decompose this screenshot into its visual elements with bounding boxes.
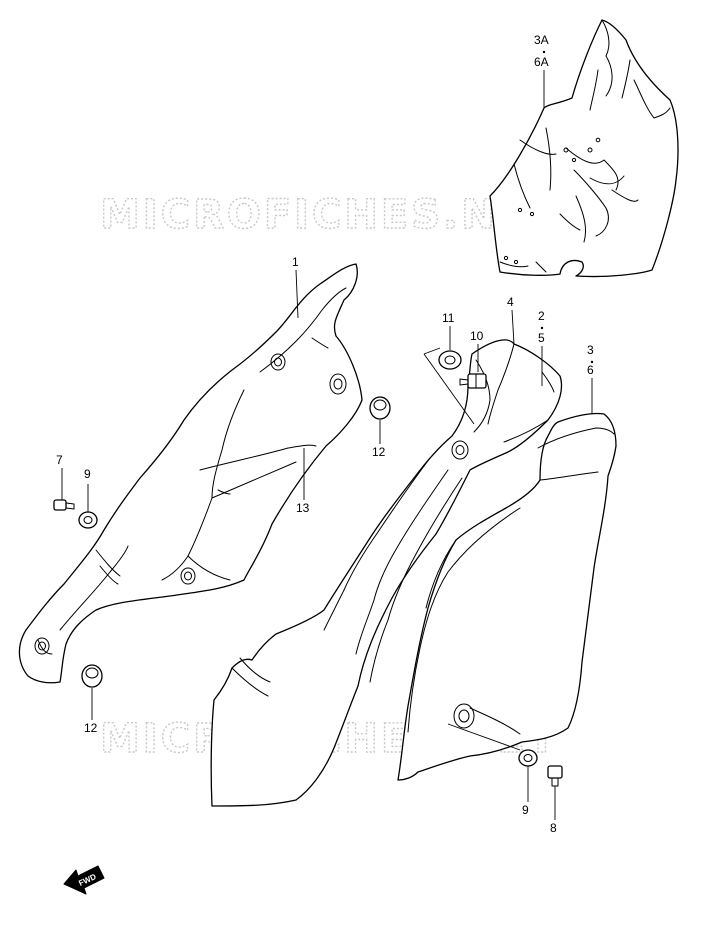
grommet-11 — [438, 350, 462, 370]
decal-3-6 — [397, 412, 617, 781]
callout-9-right: 9 — [522, 803, 529, 817]
callout-13: 13 — [296, 501, 310, 515]
callout-10: 10 — [470, 329, 484, 343]
washer-9-left — [78, 511, 98, 529]
grommet-12-left — [81, 664, 103, 688]
callout-12-right: 12 — [372, 445, 386, 459]
callout-2: 2 — [538, 309, 545, 323]
callout-6a: 6A — [534, 55, 549, 69]
bolt-10 — [459, 373, 487, 389]
callout-3: 3 — [587, 343, 594, 357]
side-cover-4 — [210, 339, 563, 807]
callout-12-left: 12 — [84, 721, 98, 735]
callout-7: 7 — [56, 453, 63, 467]
watermark-top: MICROFICHES.NET — [100, 192, 558, 238]
callout-5: 5 — [538, 331, 545, 345]
bolt-8 — [547, 765, 563, 787]
grommet-12-right — [369, 396, 391, 420]
frame-cover-1 — [18, 263, 363, 684]
callout-1: 1 — [292, 255, 299, 269]
callout-4: 4 — [507, 295, 514, 309]
washer-9-right — [518, 749, 538, 767]
callout-8: 8 — [550, 821, 557, 835]
callout-3a: 3A — [534, 33, 549, 47]
fwd-arrow-icon: FWD — [63, 865, 105, 895]
screw-7 — [53, 499, 75, 511]
callout-11: 11 — [442, 311, 455, 325]
callout-6: 6 — [587, 363, 594, 377]
decal-3a-6a — [489, 19, 679, 278]
callout-9-left: 9 — [84, 467, 91, 481]
